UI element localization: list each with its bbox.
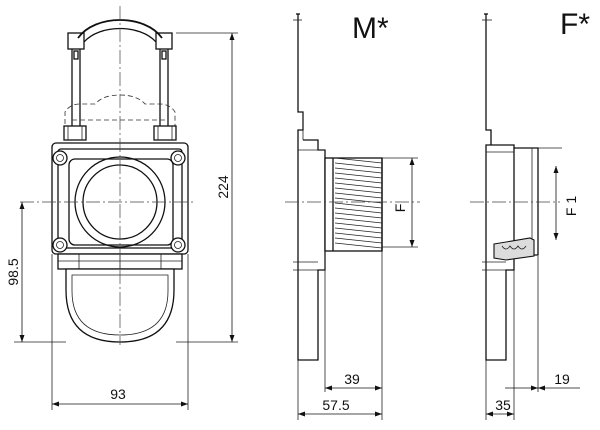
female-socket-depth-dimension: 19 [554,371,570,387]
front-view: 224 98.5 93 [5,6,238,410]
female-side-view: F* F 1 19 35 [470,8,590,420]
female-overall-depth-dimension: 35 [495,397,511,413]
right-nut [153,125,177,141]
bolt [52,150,68,166]
male-side-view: M* F 39 57.5 [285,12,420,420]
bolt [52,237,68,253]
bolt [170,237,186,253]
female-socket-label: F 1 [563,196,579,216]
bolt [170,150,186,166]
male-variant-label: M* [352,12,389,45]
handle-yoke [67,19,173,126]
height-dimension: 224 [215,175,231,199]
female-variant-label: F* [560,8,590,41]
male-thread [324,157,383,252]
left-nut [63,125,87,141]
male-thread-length-dimension: 39 [344,371,360,387]
gate-open-outline [64,94,176,132]
male-thread-label: F [392,204,408,213]
center-height-dimension: 98.5 [5,258,21,285]
width-dimension: 93 [110,386,126,402]
male-overall-depth-dimension: 57.5 [322,397,349,413]
